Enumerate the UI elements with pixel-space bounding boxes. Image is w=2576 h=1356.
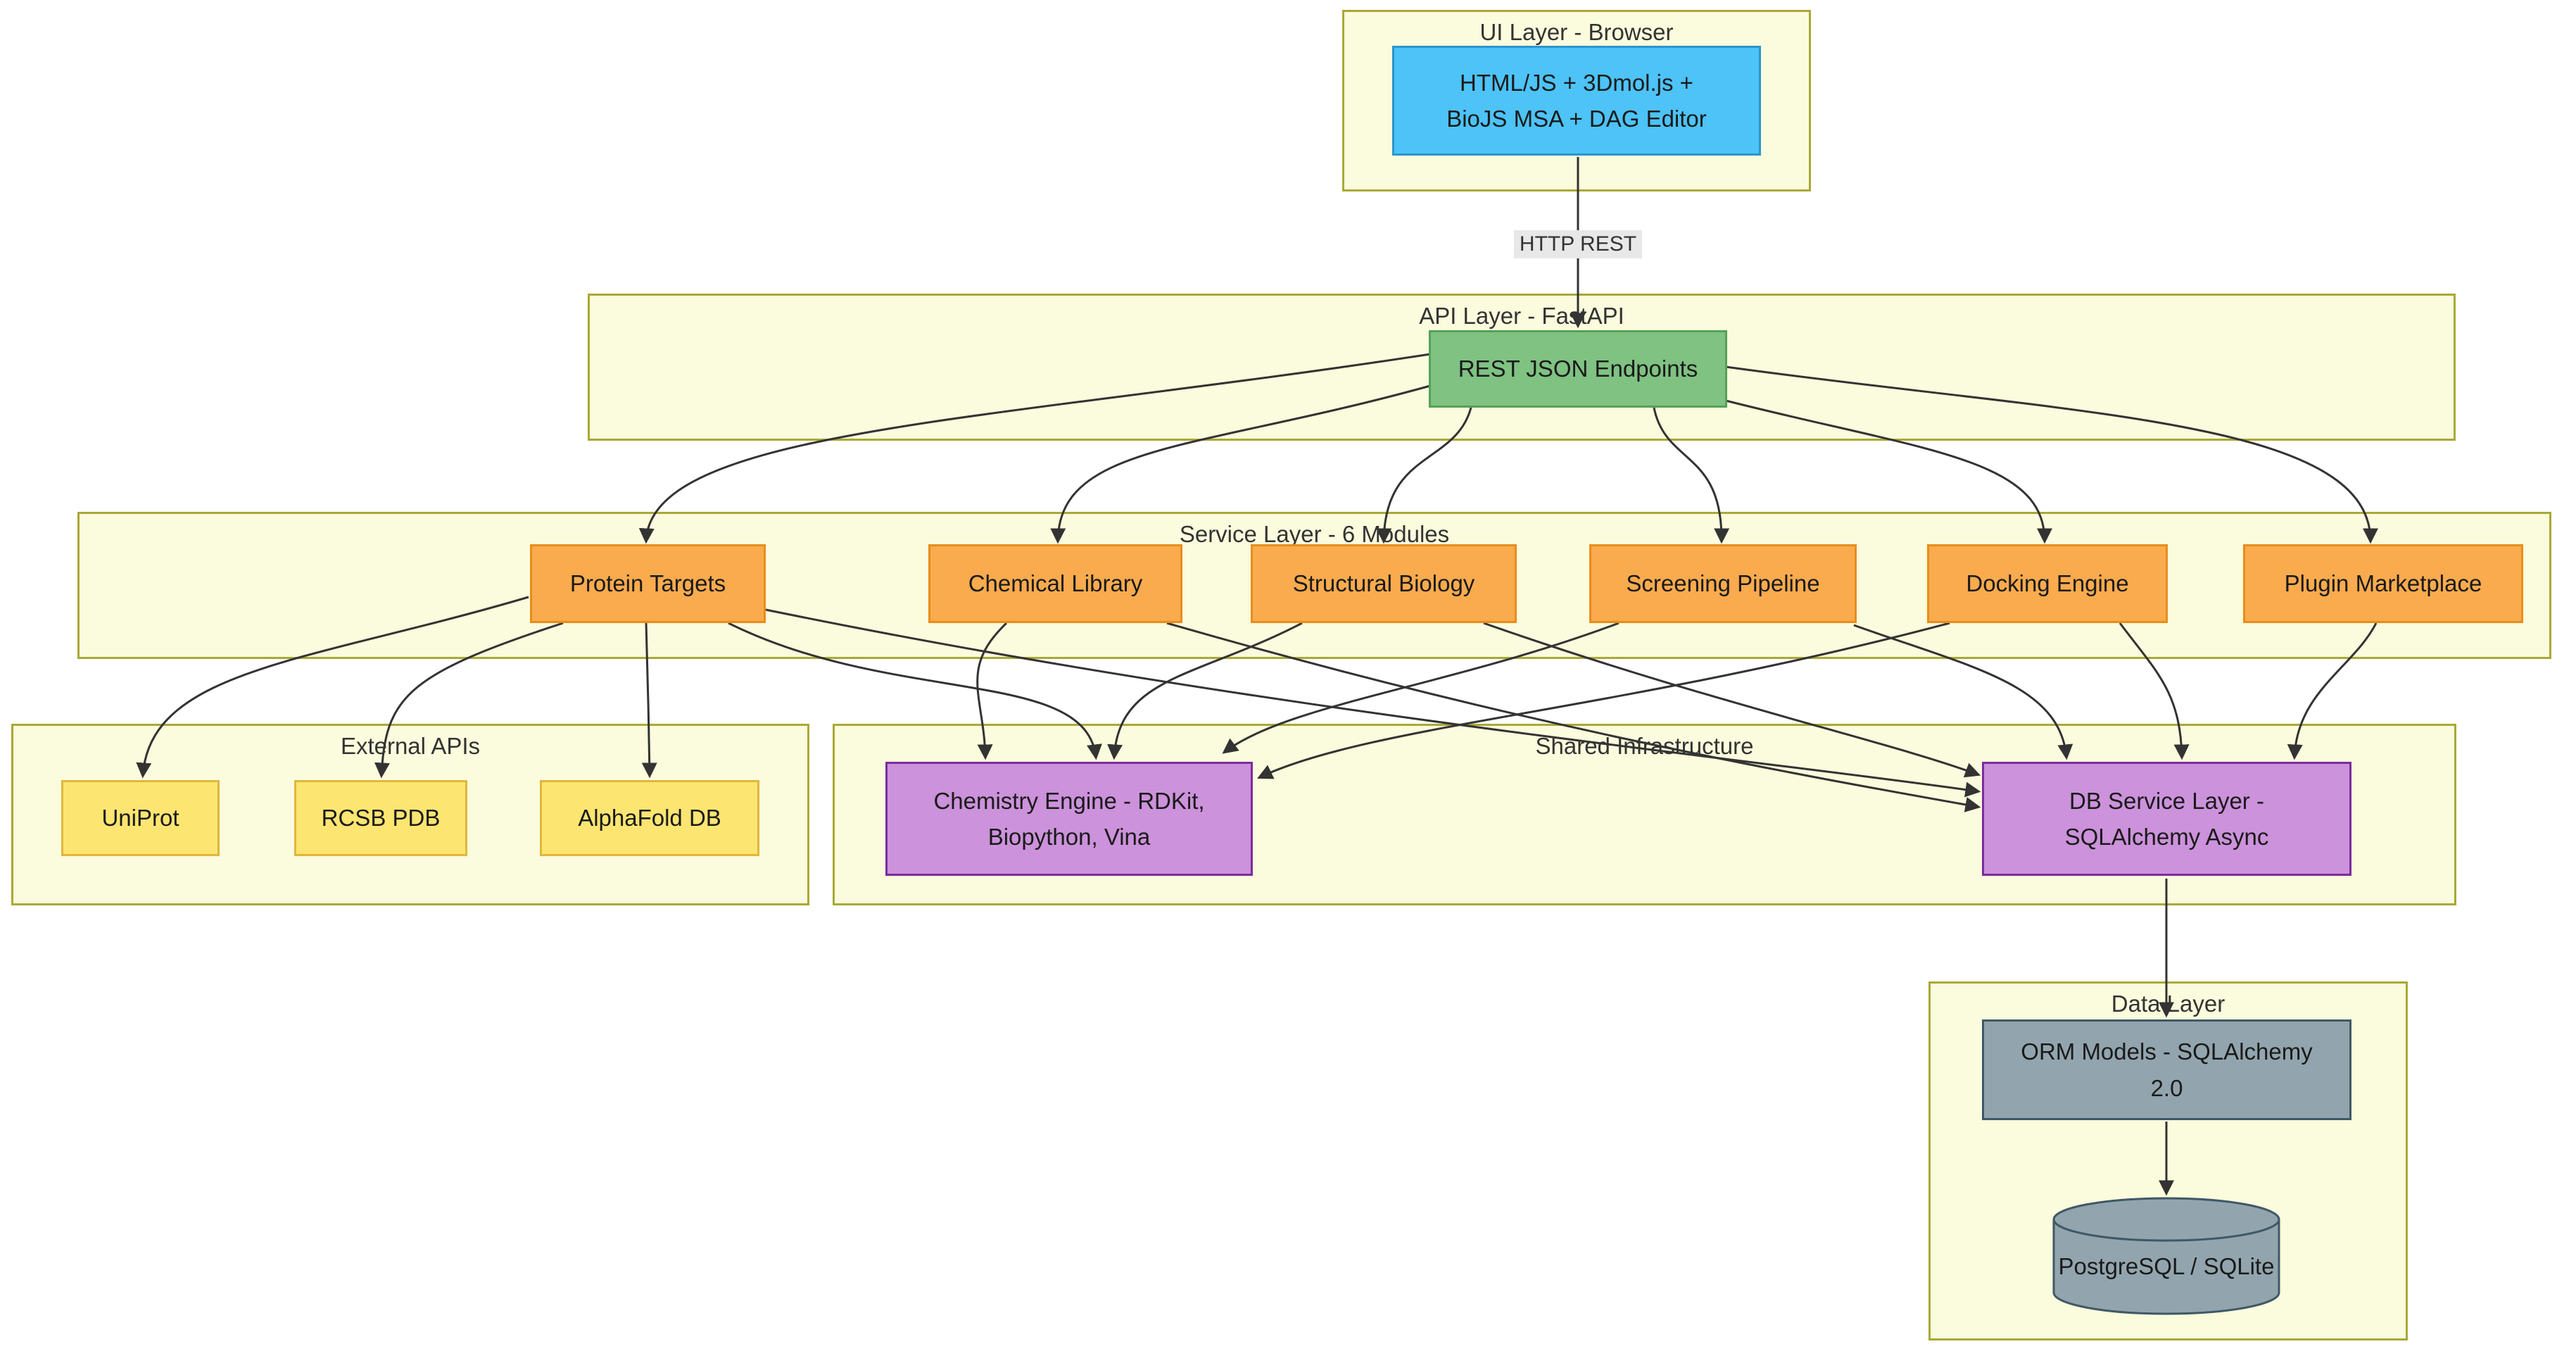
node-db-service-layer: DB Service Layer - SQLAlchemy Async	[1982, 762, 2351, 876]
cluster-ui-layer-title: UI Layer - Browser	[1479, 19, 1674, 45]
node-alphafold-db: AlphaFold DB	[540, 780, 759, 856]
cluster-external-apis-title: External APIs	[340, 733, 481, 759]
node-structural-biology: Structural Biology	[1251, 544, 1517, 623]
cluster-data-layer-title: Data Layer	[2111, 991, 2225, 1017]
node-plugin-marketplace: Plugin Marketplace	[2243, 544, 2523, 623]
node-chemical-library: Chemical Library	[928, 544, 1182, 623]
node-rcsb-pdb: RCSB PDB	[294, 780, 467, 856]
node-screening-pipeline: Screening Pipeline	[1589, 544, 1857, 623]
node-uniprot: UniProt	[61, 780, 220, 856]
node-chemistry-engine: Chemistry Engine - RDKit, Biopython, Vin…	[885, 762, 1253, 876]
node-orm-models: ORM Models - SQLAlchemy 2.0	[1982, 1019, 2351, 1120]
cluster-shared-infrastructure-title: Shared Infrastructure	[1535, 733, 1754, 759]
node-rest-endpoints: REST JSON Endpoints	[1429, 330, 1727, 408]
edge-label-http-rest: HTTP REST	[1513, 230, 1643, 258]
node-docking-engine: Docking Engine	[1927, 544, 2168, 623]
cluster-api-layer-title: API Layer - FastAPI	[1419, 303, 1624, 329]
node-protein-targets: Protein Targets	[530, 544, 766, 623]
node-ui-app: HTML/JS + 3Dmol.js + BioJS MSA + DAG Edi…	[1392, 46, 1761, 156]
